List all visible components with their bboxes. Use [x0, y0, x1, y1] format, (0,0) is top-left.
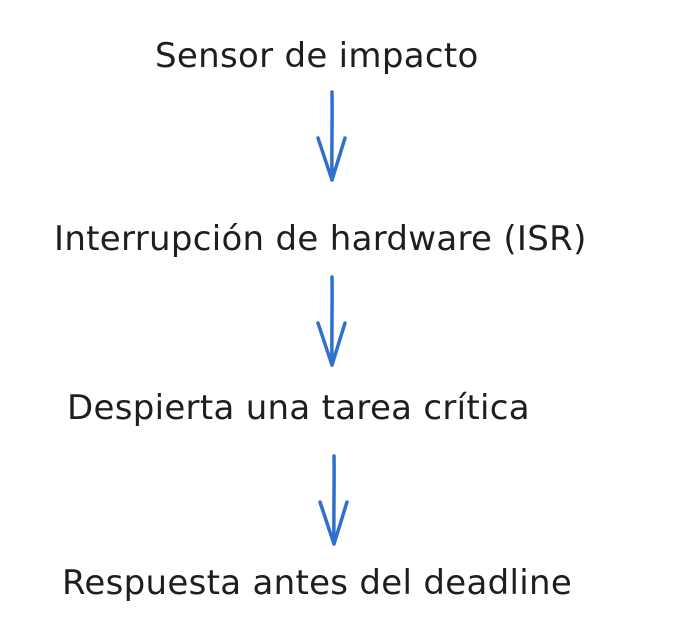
down-arrow-icon [318, 454, 349, 546]
step-interrupcion-hardware: Interrupción de hardware (ISR) [54, 219, 587, 259]
down-arrow-icon [316, 90, 347, 182]
step-despierta-tarea: Despierta una tarea crítica [67, 388, 530, 428]
step-respuesta-deadline: Respuesta antes del deadline [62, 563, 573, 603]
step-sensor-de-impacto: Sensor de impacto [155, 36, 479, 76]
down-arrow-icon [316, 275, 347, 367]
